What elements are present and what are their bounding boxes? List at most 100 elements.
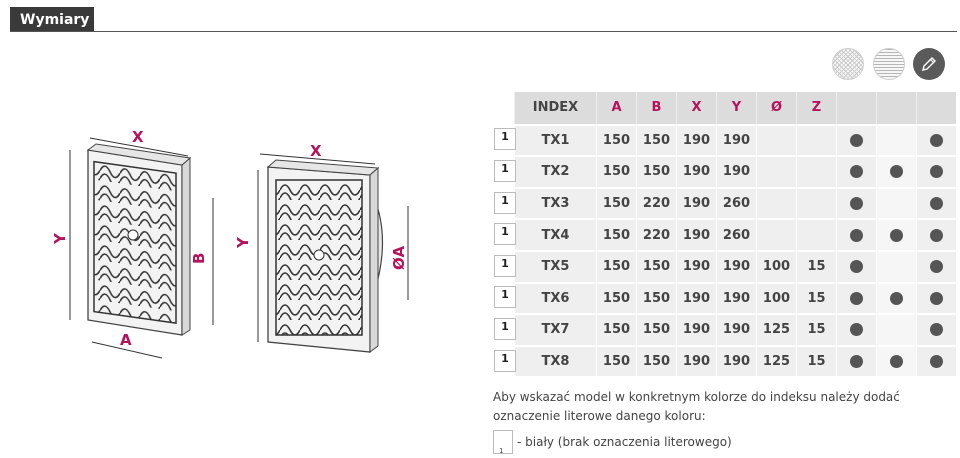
cell-b: 150 [636,155,676,187]
finish-availability-cell [876,249,916,282]
cell-o [756,155,796,187]
cell-index: TX5 [514,249,596,282]
available-dot-icon [890,355,903,369]
finish-availability-cell [876,155,916,187]
qty-input[interactable]: 1 [494,317,516,340]
available-dot-icon [930,133,943,147]
cell-y: 190 [716,249,756,282]
mesh-icon[interactable] [832,48,864,80]
qty-input[interactable]: 1 [494,223,516,246]
cell-o [756,123,796,156]
louver-icon[interactable] [873,48,905,80]
finish-availability-cell [916,344,956,377]
right-x-label: X [310,142,322,160]
header-b: B [636,92,676,124]
cell-z [796,186,836,219]
qty-cell: 1 [492,249,516,282]
available-dot-icon [930,260,943,274]
table-header-row: INDEX A B X Y Ø Z [492,92,956,124]
dimension-drawing: X Y B A X Y ØA [40,120,440,370]
qty-input[interactable]: 1 [494,159,516,182]
cell-index: TX6 [514,281,596,314]
available-dot-icon [850,260,863,274]
legend-color-box[interactable]: 1 [493,430,513,455]
pencil-icon[interactable] [913,48,945,80]
header-qty [492,92,514,124]
legend-text: - biały (brak oznaczenia literowego) [517,435,732,449]
available-dot-icon [890,165,903,179]
cell-o: 100 [756,249,796,282]
qty-input[interactable]: 1 [494,349,516,372]
left-x-label: X [132,128,144,146]
header-y: Y [716,92,756,124]
cell-y: 260 [716,186,756,219]
cell-index: TX8 [514,344,596,377]
available-dot-icon [930,355,943,369]
cell-y: 190 [716,155,756,187]
tab-wymiary[interactable]: Wymiary [10,7,94,32]
qty-input[interactable]: 1 [494,286,516,309]
drawing-svg: X Y B A X Y ØA [51,128,409,359]
finish-availability-cell [916,155,956,187]
cell-y: 190 [716,281,756,314]
grille-left [79,143,192,336]
cell-a: 150 [596,218,636,250]
header-x: X [676,92,716,124]
cell-o: 125 [756,313,796,345]
cell-index: TX7 [514,313,596,345]
qty-cell: 1 [492,313,516,345]
right-dimensions [257,153,409,342]
left-dimensions [69,137,214,359]
finish-availability-cell [876,313,916,345]
cell-z: 15 [796,249,836,282]
header-diameter: Ø [756,92,796,124]
finish-availability-cell [836,344,876,377]
available-dot-icon [850,165,863,179]
cell-x: 190 [676,155,716,187]
finish-availability-cell [916,218,956,250]
cell-o [756,218,796,250]
header-divider [10,31,957,32]
cell-z: 15 [796,313,836,345]
qty-input[interactable]: 1 [494,254,516,277]
finish-availability-cell [876,123,916,156]
cell-index: TX2 [514,155,596,187]
header-finish-mesh [836,92,876,124]
finish-availability-cell [916,281,956,314]
qty-input[interactable]: 1 [494,128,516,151]
cell-a: 150 [596,281,636,314]
finish-availability-cell [836,313,876,345]
color-note: Aby wskazać model w konkretnym kolorze d… [493,390,900,423]
available-dot-icon [930,165,943,179]
header-finish-paint [916,92,956,124]
qty-input[interactable]: 1 [494,191,516,214]
available-dot-icon [930,228,943,242]
available-dot-icon [850,355,863,369]
finish-availability-cell [916,123,956,156]
cell-x: 190 [676,218,716,250]
available-dot-icon [850,133,863,147]
cell-x: 190 [676,281,716,314]
cell-b: 150 [636,123,676,156]
cell-a: 150 [596,155,636,187]
qty-cell: 1 [492,281,516,314]
qty-cell: 1 [492,344,516,377]
available-dot-icon [850,291,863,305]
cell-b: 150 [636,313,676,345]
left-y-label: Y [51,232,69,245]
cell-z [796,123,836,156]
available-dot-icon [850,228,863,242]
available-dot-icon [850,323,863,337]
cell-b: 150 [636,281,676,314]
available-dot-icon [890,228,903,242]
finish-availability-cell [916,313,956,345]
pencil-glyph [922,57,936,71]
cell-index: TX1 [514,123,596,156]
finish-availability-cell [836,123,876,156]
